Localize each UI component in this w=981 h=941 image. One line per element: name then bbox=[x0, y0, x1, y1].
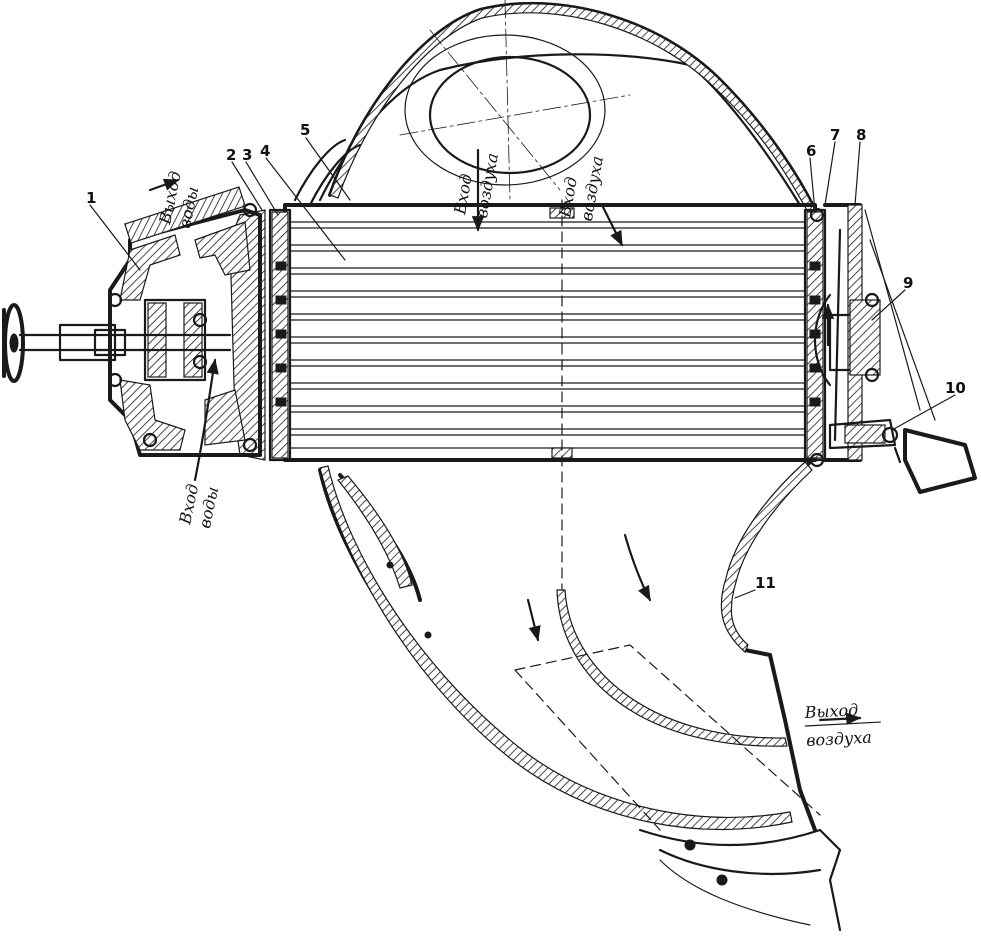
callout-8: 8 bbox=[856, 126, 866, 144]
water-inlet-label: Вход воды bbox=[175, 482, 222, 530]
callout-4: 4 bbox=[260, 142, 270, 160]
flow-arrows bbox=[148, 148, 862, 725]
svg-text:воздуха: воздуха bbox=[806, 728, 873, 750]
callout-10: 10 bbox=[945, 379, 966, 397]
callout-numbers: 1 2 3 4 5 6 7 8 9 10 11 bbox=[86, 121, 966, 592]
callout-3: 3 bbox=[242, 146, 252, 164]
air-outlet-label: Выход воздуха bbox=[803, 700, 881, 750]
right-water-head bbox=[809, 203, 936, 468]
valve-spindle bbox=[18, 323, 232, 362]
callout-7: 7 bbox=[830, 126, 840, 144]
callout-11: 11 bbox=[755, 574, 776, 592]
callout-2: 2 bbox=[226, 146, 236, 164]
radiator-core bbox=[268, 199, 827, 591]
lower-air-duct bbox=[318, 460, 842, 932]
callout-6: 6 bbox=[806, 142, 816, 160]
svg-text:воздуха: воздуха bbox=[577, 155, 607, 223]
svg-text:Выход: Выход bbox=[803, 700, 859, 722]
air-intake-opening bbox=[399, 0, 631, 201]
drain-nozzle bbox=[828, 418, 977, 494]
guide-vane bbox=[514, 589, 821, 831]
callout-9: 9 bbox=[903, 274, 913, 292]
air-inlet-label-right: Вход воздуха bbox=[555, 155, 607, 223]
handwheel-icon bbox=[2, 303, 25, 383]
callout-1: 1 bbox=[86, 189, 96, 207]
svg-text:воздуха: воздуха bbox=[472, 152, 502, 220]
callout-5: 5 bbox=[300, 121, 310, 139]
leader-lines bbox=[89, 137, 956, 599]
